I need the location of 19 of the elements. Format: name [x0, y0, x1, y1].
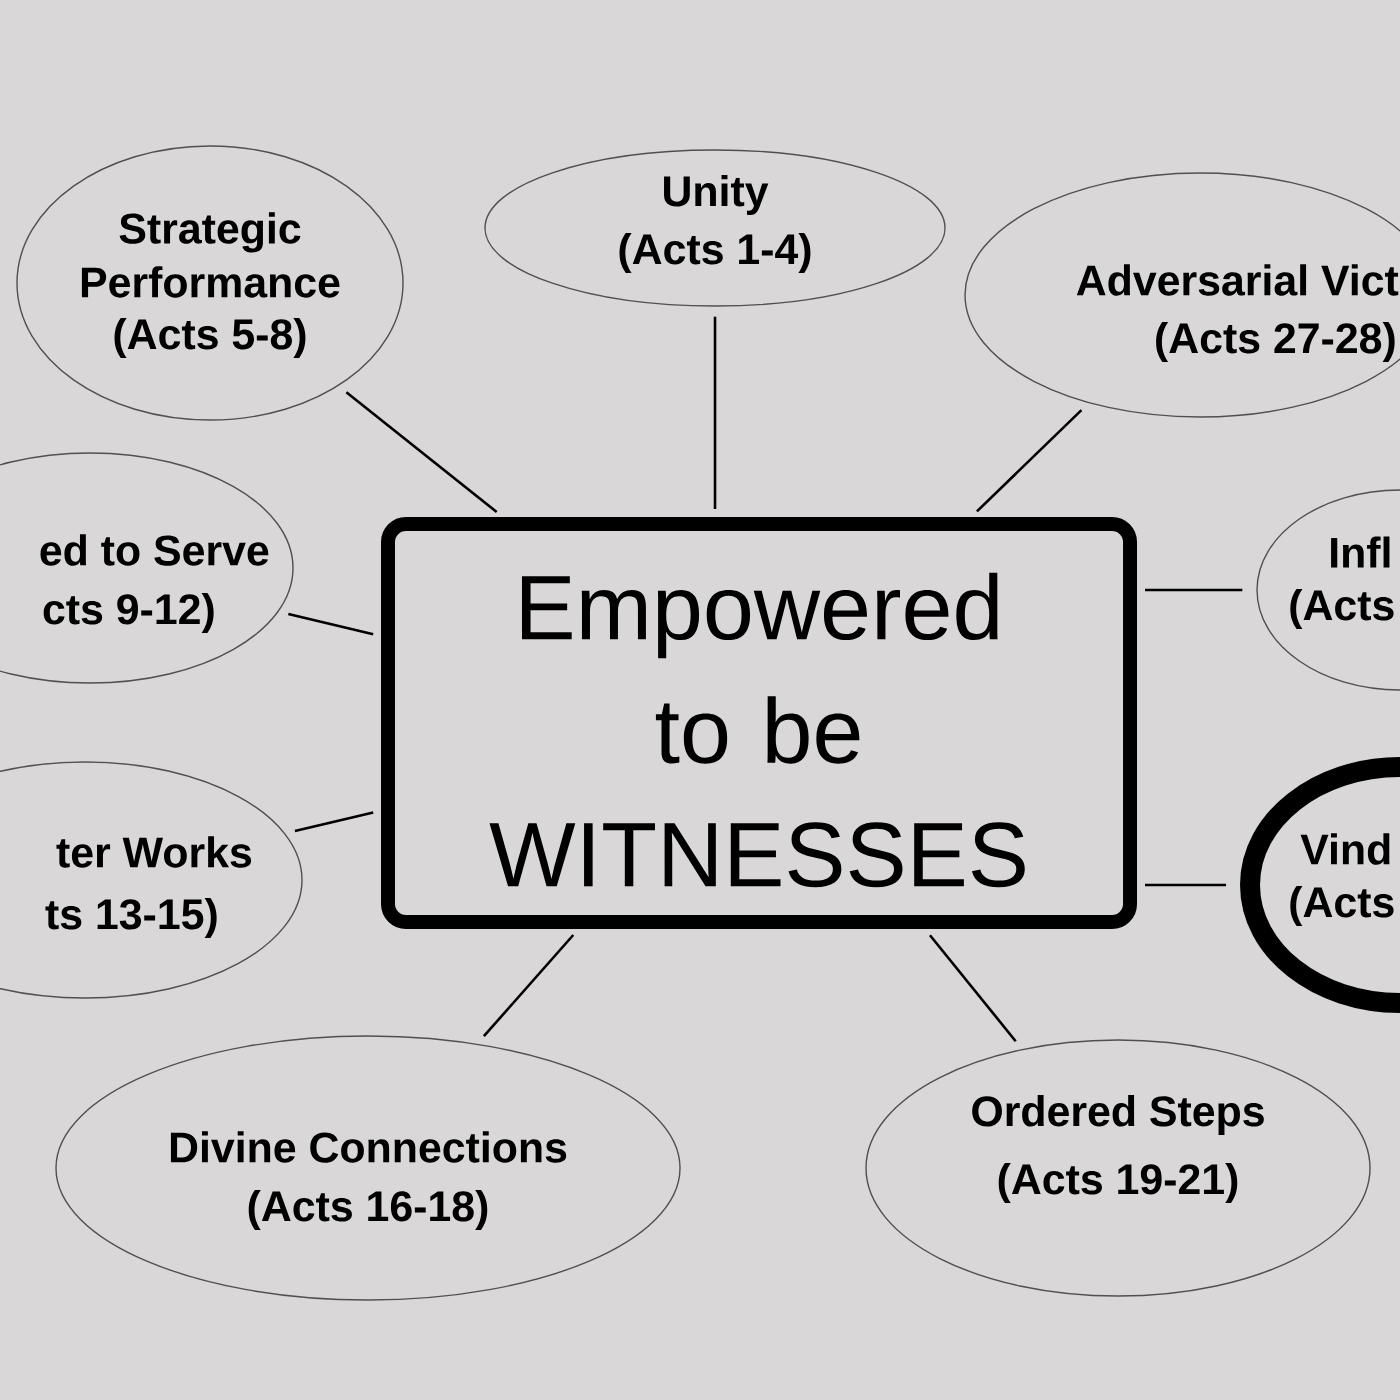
ellipse-bubble: ed to Serve cts 9-12) [0, 452, 294, 684]
connector-line [1145, 883, 1226, 887]
ellipse-bubble: Ordered Steps (Acts 19-21) [865, 1039, 1371, 1297]
ellipse-bubble: Vind (Acts [1240, 757, 1400, 1013]
ellipse-bubble: ter Works ts 13-15) [0, 761, 303, 999]
title-box: Empowered to be WITNESSES [381, 517, 1137, 929]
connector-line [288, 612, 374, 636]
ellipse-bubble: Divine Connections (Acts 16-18) [55, 1035, 681, 1301]
connector-line [976, 409, 1083, 513]
connector-line [928, 934, 1017, 1042]
connector-line [294, 811, 374, 833]
connector-line [345, 391, 498, 514]
ellipse-bubble: Unity (Acts 1-4) [484, 149, 946, 307]
connector-line [713, 316, 717, 509]
ellipse-bubble: Strategic Performance (Acts 5-8) [16, 145, 404, 421]
connector-line [1145, 588, 1243, 592]
connector-line [482, 934, 575, 1038]
ellipse-bubble: Adversarial Vict (Acts 27-28) [964, 172, 1400, 418]
ellipse-bubble: Infl (Acts [1256, 489, 1400, 691]
